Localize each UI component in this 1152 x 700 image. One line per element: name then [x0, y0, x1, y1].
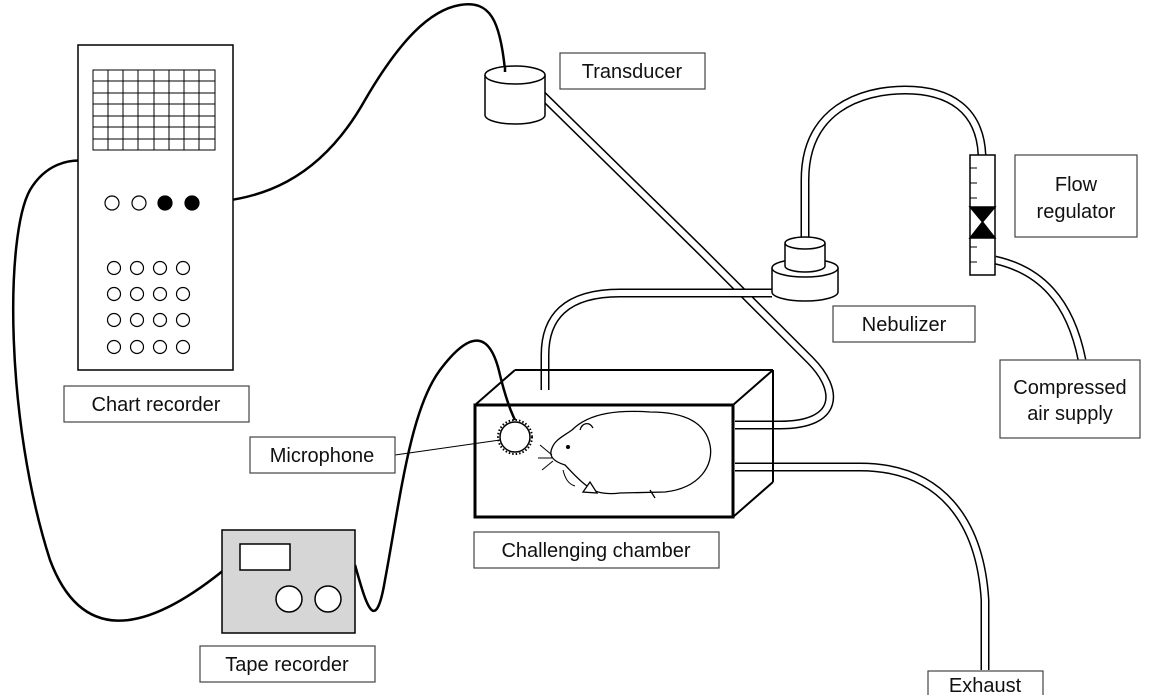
chart-recorder-grid	[92, 69, 216, 151]
label-compressed-air-line1: Compressed	[1013, 377, 1126, 399]
label-chart-recorder: Chart recorder	[63, 385, 250, 423]
microphone	[497, 419, 533, 455]
chart-recorder-jacks	[104, 195, 200, 211]
wiring	[12, 3, 517, 622]
chart-recorder-knobs	[106, 260, 191, 355]
label-flow-regulator-line2: regulator	[1037, 201, 1116, 223]
label-exhaust: Exhaust	[927, 670, 1044, 700]
chart-to-tape-wire	[12, 159, 231, 622]
nebulizer	[771, 236, 839, 302]
flow-regulator	[968, 154, 997, 276]
label-compressed-air-supply: Compressed air supply	[999, 359, 1141, 439]
tape-recorder	[221, 529, 356, 634]
tubing	[531, 84, 1087, 670]
tape-to-microphone-wire	[353, 339, 517, 612]
label-nebulizer-text: Nebulizer	[862, 314, 947, 336]
nebulizer-to-regulator-tube	[800, 85, 987, 240]
label-flow-regulator-line1: Flow	[1055, 174, 1098, 196]
transducer	[484, 65, 546, 125]
label-transducer-text: Transducer	[582, 61, 683, 83]
label-nebulizer: Nebulizer	[832, 305, 976, 343]
label-microphone: Microphone	[249, 436, 396, 474]
label-challenging-chamber: Challenging chamber	[473, 531, 720, 569]
label-microphone-text: Microphone	[270, 445, 375, 467]
challenging-chamber	[473, 369, 774, 519]
chart-to-transducer-wire	[191, 3, 507, 205]
label-chart-recorder-text: Chart recorder	[92, 394, 221, 416]
label-compressed-air-line2: air supply	[1027, 403, 1113, 425]
guinea-pig	[538, 410, 712, 499]
chart-recorder	[77, 44, 234, 371]
label-exhaust-text: Exhaust	[949, 675, 1022, 695]
regulator-to-air-supply-tube	[993, 255, 1087, 361]
microphone-leader-line	[394, 439, 501, 456]
exhaust-tube	[735, 462, 990, 670]
label-flow-regulator: Flow regulator	[1014, 154, 1138, 238]
label-tape-recorder: Tape recorder	[199, 645, 376, 683]
label-tape-recorder-text: Tape recorder	[225, 654, 349, 676]
transducer-to-chamber-tube	[531, 84, 835, 430]
label-transducer: Transducer	[559, 52, 706, 90]
label-challenging-chamber-text: Challenging chamber	[501, 540, 690, 562]
nebulizer-to-chamber-tube	[540, 288, 772, 390]
